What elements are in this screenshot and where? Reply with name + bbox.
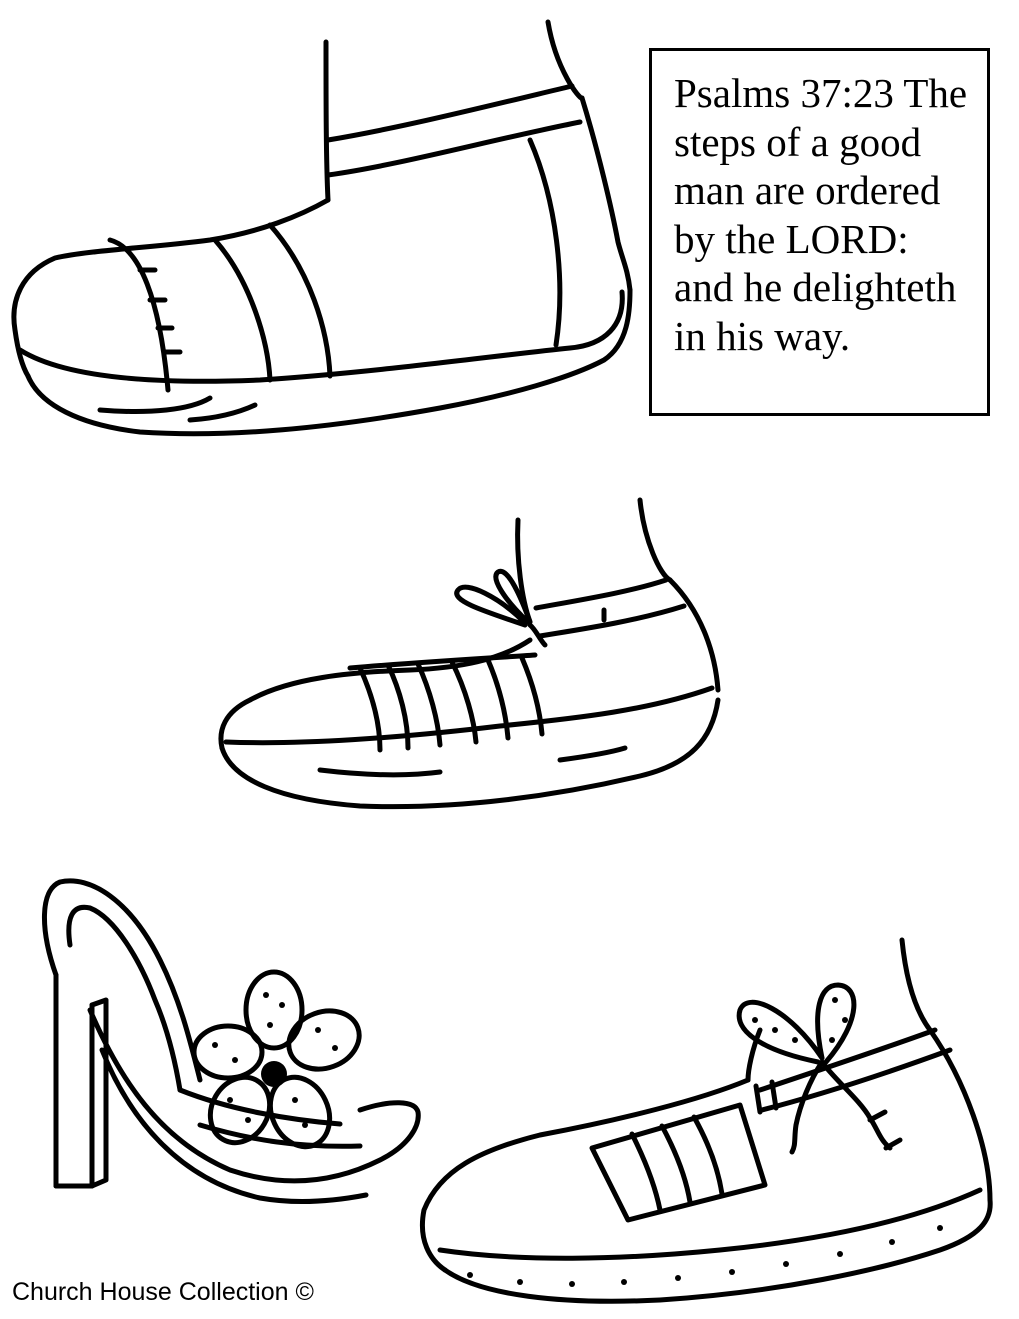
sneaker-4-bow-loop-right: [815, 982, 857, 1065]
sneaker-2-lace-1: [357, 665, 383, 753]
high-heel-with-flower: [41, 878, 421, 1204]
sneaker-2-lace-5: [485, 657, 511, 741]
sneaker-4-lace-panel: [589, 1102, 768, 1223]
sneaker-2-lace-4: [449, 659, 479, 745]
bow-dot: [842, 1017, 848, 1023]
sneaker-1-band-2: [267, 222, 333, 379]
heel-toe-strap-2: [197, 1122, 363, 1149]
sneaker-2-tread-2: [557, 745, 628, 763]
heel-strap-inner: [66, 904, 183, 1093]
flower-dot: [315, 1027, 321, 1033]
sneaker-4-sole-top: [437, 1187, 983, 1261]
sneaker-1-band-1: [212, 237, 273, 383]
sole-dot: [517, 1279, 523, 1285]
sneaker-1-sole-top: [17, 289, 625, 384]
sneaker-4-ankle-left: [745, 1027, 763, 1083]
sneaker-4-collar-top: [757, 1027, 938, 1093]
bow-dot: [792, 1037, 798, 1043]
sneaker-4-lace-1: [629, 1131, 663, 1213]
sole-dot: [937, 1225, 943, 1231]
sole-dot: [467, 1272, 473, 1278]
flower-dot: [279, 1002, 285, 1008]
heel-toe-strap-1: [177, 1087, 343, 1127]
flower-dot: [227, 1097, 233, 1103]
verse-text: Psalms 37:23 The steps of a good man are…: [674, 70, 968, 359]
sneaker-2-bow-loop: [454, 584, 528, 628]
sneaker-2-lace-6: [519, 655, 545, 737]
flower-dot: [302, 1122, 308, 1128]
flower-petal-right: [286, 1008, 362, 1072]
bow-dot: [829, 1037, 835, 1043]
sneaker-2-lace-2: [385, 662, 411, 751]
sneaker-1-heel: [579, 95, 633, 293]
flower-dot: [212, 1042, 218, 1048]
sneaker-2-heel: [667, 577, 721, 693]
bow-dot: [832, 997, 838, 1003]
sole-dot: [621, 1279, 627, 1285]
flower-petal-bottom-left: [207, 1074, 273, 1146]
sole-dot: [889, 1239, 895, 1245]
sneaker-1-collar-top: [325, 83, 575, 143]
flower-center: [261, 1061, 287, 1087]
sneaker-2-ankle-right: [637, 497, 673, 583]
sneaker-4-sole: [442, 1197, 993, 1304]
sneaker-1-toe-cap: [107, 237, 171, 393]
sneaker-4-bow-ends: [867, 1109, 903, 1151]
sneaker-2-collar-top: [533, 577, 669, 611]
flower-dot: [263, 992, 269, 998]
flower-dot: [332, 1045, 338, 1051]
heel-insole: [87, 1007, 421, 1184]
copyright-footer: Church House Collection ©: [12, 1278, 314, 1306]
sneaker-4-lace-3: [691, 1114, 725, 1197]
sneaker-4-bow-loop-left: [736, 999, 825, 1065]
heel-sole: [99, 1047, 369, 1204]
sneaker-2-lace-3: [415, 661, 443, 748]
flower-dot: [232, 1057, 238, 1063]
sneaker-2-collar-bottom: [537, 603, 687, 639]
flower-petal-top: [243, 969, 305, 1051]
sneaker-4-collar-bottom: [759, 1047, 953, 1113]
verse-box: Psalms 37:23 The steps of a good man are…: [649, 48, 990, 416]
sneaker-2-tread-1: [317, 767, 443, 778]
sneaker-middle: [218, 497, 721, 810]
flower-dot: [267, 1022, 273, 1028]
flower-dot: [292, 1097, 298, 1103]
sneaker-2-sole-top: [223, 685, 715, 746]
sneaker-1-tread-1: [97, 395, 213, 414]
bow-dot: [752, 1017, 758, 1023]
sneaker-1-heel-line: [527, 137, 563, 348]
bow-dot: [772, 1027, 778, 1033]
sneaker-2-sole: [219, 697, 721, 810]
sneaker-4-upper: [420, 1077, 751, 1273]
sneaker-2-bow-loop-2: [493, 568, 533, 625]
heel-stiletto-side: [89, 997, 109, 1189]
heel-strap-outer: [41, 878, 203, 1083]
sole-dot: [569, 1281, 575, 1287]
sneaker-4-heel: [927, 1027, 993, 1203]
sneaker-2-bow-tail: [527, 622, 548, 648]
sneaker-4-ankle-right: [899, 937, 933, 1033]
sole-dot: [729, 1269, 735, 1275]
sneaker-with-bow: [420, 937, 993, 1304]
sneaker-1-sole: [25, 287, 633, 437]
sneaker-1-tread-2: [187, 402, 258, 423]
sneaker-1-ankle-left: [323, 39, 331, 203]
sneaker-top-left: [11, 19, 633, 437]
flower-petal-left: [191, 1023, 265, 1081]
sole-dot: [675, 1275, 681, 1281]
sole-dot: [783, 1261, 789, 1267]
sneaker-4-lace-2: [659, 1123, 693, 1205]
sneaker-4-collar-notch: [753, 1079, 779, 1115]
sneaker-4-bow-tail-2: [789, 1059, 825, 1155]
flower-dot: [245, 1117, 251, 1123]
sneaker-1-upper: [11, 197, 331, 379]
sole-dot: [837, 1251, 843, 1257]
sneaker-1-collar-bottom: [325, 119, 583, 178]
